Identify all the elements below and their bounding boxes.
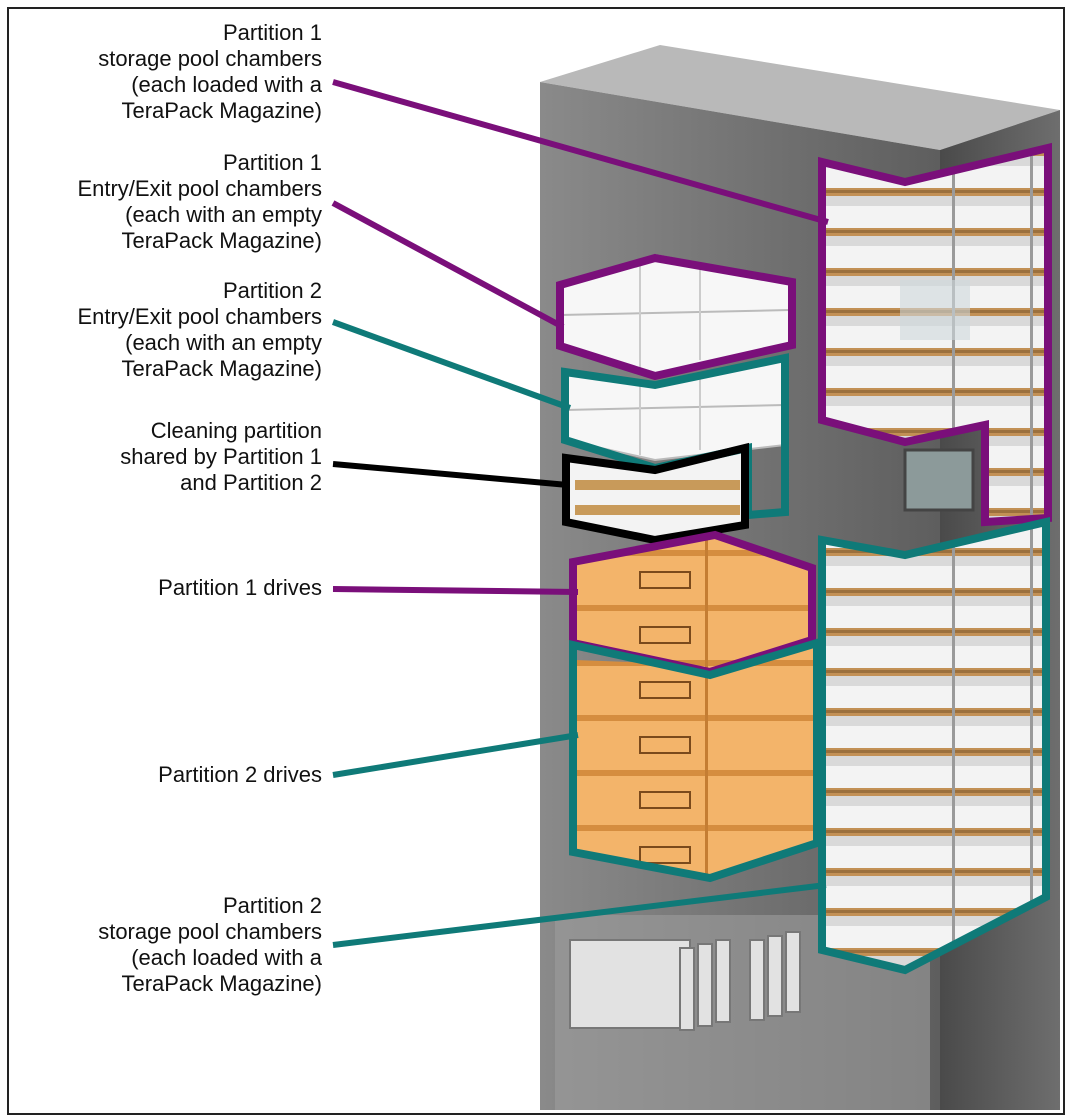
partition2-drives-outline <box>569 637 821 883</box>
p2-entry-leader <box>331 319 572 411</box>
label-p1-drives: Partition 1 drives <box>158 575 322 600</box>
cleaning-chamber <box>568 448 745 540</box>
partition1-entry-outline <box>556 253 796 381</box>
partition2-storage-outline <box>818 516 1050 975</box>
cabinet-top <box>540 45 1060 150</box>
partition1-drive-units <box>575 535 810 670</box>
power-supplies <box>569 931 801 1031</box>
cleaning-leader <box>332 461 569 488</box>
p1-entry-leader <box>331 200 565 330</box>
partition2-drive-units <box>575 640 815 875</box>
p2-drives-leader <box>332 732 579 778</box>
display-screen <box>903 448 975 512</box>
p2-storage-leader <box>332 882 827 948</box>
label-p1-entry: Partition 1 Entry/Exit pool chambers (ea… <box>77 150 322 253</box>
partition2-storage-chambers <box>825 520 1045 970</box>
partition1-storage-chambers <box>825 150 1045 520</box>
label-p2-drives: Partition 2 drives <box>158 762 322 787</box>
p1-storage-leader <box>332 79 829 225</box>
p1-drives-leader <box>332 586 579 595</box>
cleaning-outline <box>562 442 749 545</box>
partition1-storage-outline <box>818 142 1052 527</box>
label-cleaning: Cleaning partition shared by Partition 1… <box>120 418 322 495</box>
label-p2-entry: Partition 2 Entry/Exit pool chambers (ea… <box>77 278 322 381</box>
label-p1-storage: Partition 1 storage pool chambers (each … <box>98 20 322 123</box>
label-p2-storage: Partition 2 storage pool chambers (each … <box>98 893 322 996</box>
